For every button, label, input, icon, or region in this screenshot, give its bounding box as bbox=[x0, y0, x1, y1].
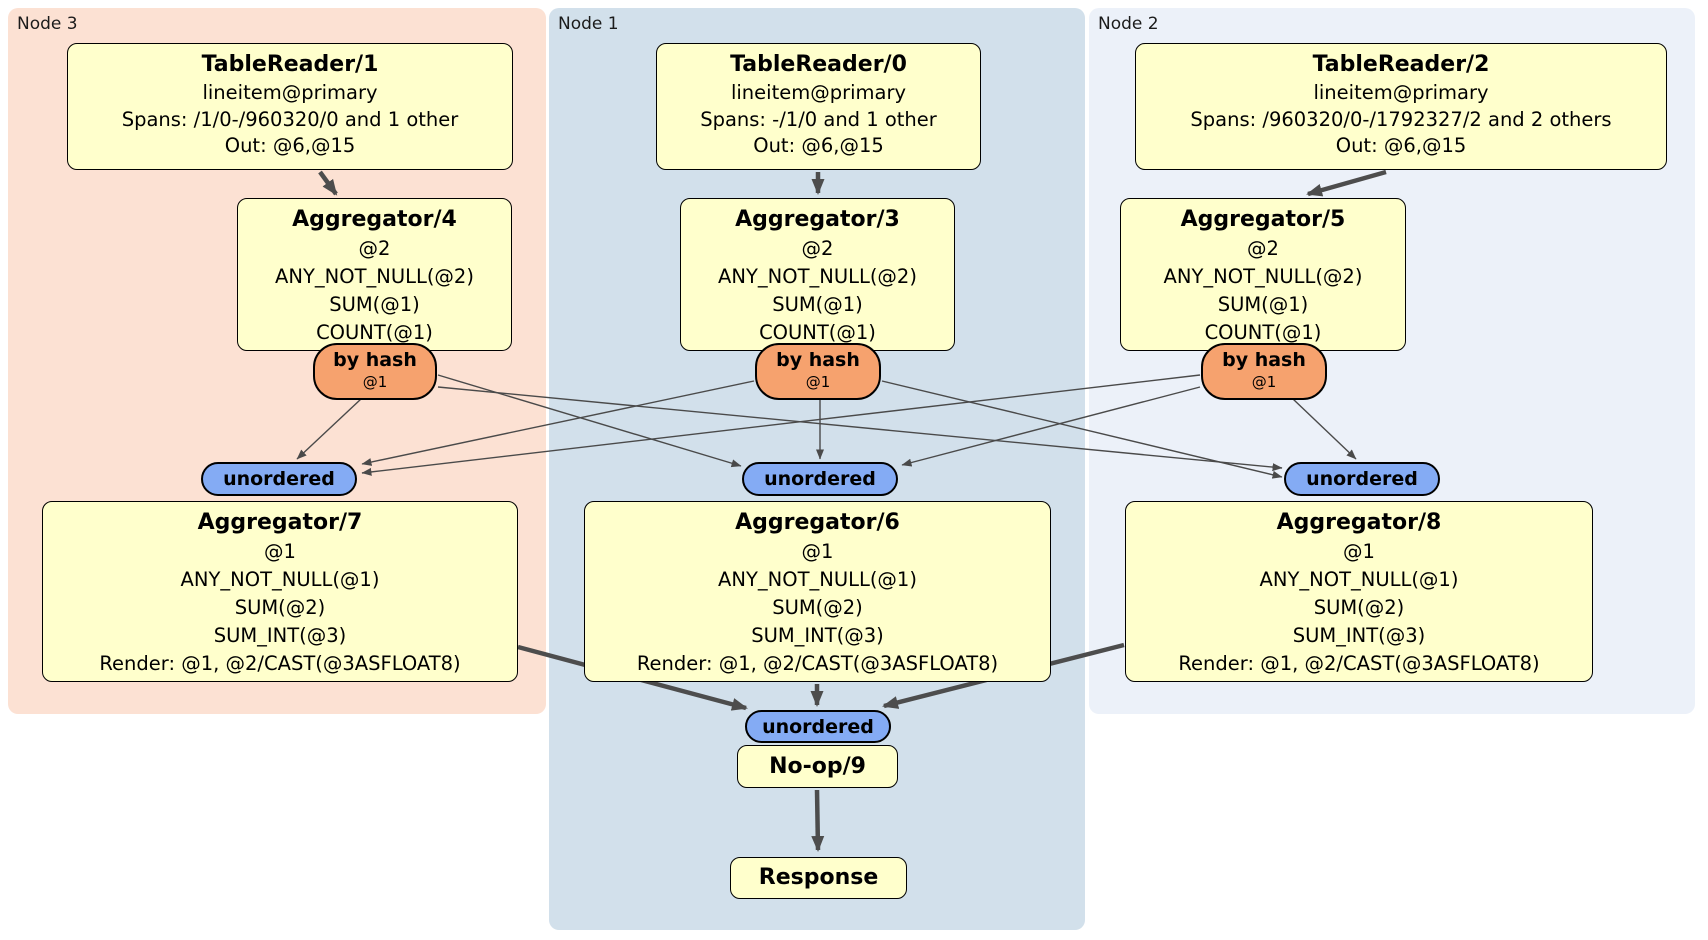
plan-node-detail: SUM_INT(@3) bbox=[1292, 624, 1426, 647]
edge-byhash2-unordered1 bbox=[901, 386, 1201, 467]
plan-node-aggregator-5: Aggregator/5 @2 ANY_NOT_NULL(@2) SUM(@1)… bbox=[1120, 198, 1406, 351]
sync-unordered-node2: unordered bbox=[1284, 462, 1440, 496]
plan-node-detail: ANY_NOT_NULL(@2) bbox=[1163, 265, 1363, 288]
sync-unordered-label: unordered bbox=[1306, 468, 1418, 490]
plan-node-aggregator-7: Aggregator/7 @1 ANY_NOT_NULL(@1) SUM(@2)… bbox=[42, 501, 518, 682]
edge-noop-response bbox=[811, 789, 825, 852]
sync-unordered-final: unordered bbox=[745, 710, 891, 743]
plan-node-detail: Spans: /1/0-/960320/0 and 1 other bbox=[121, 107, 459, 131]
plan-node-detail: ANY_NOT_NULL(@2) bbox=[275, 265, 474, 288]
plan-node-detail: COUNT(@1) bbox=[759, 321, 876, 344]
edge-byhash2-unordered2 bbox=[1292, 398, 1357, 460]
plan-node-title: Response bbox=[758, 865, 879, 890]
plan-node-tablereader-2: TableReader/2 lineitem@primary Spans: /9… bbox=[1135, 43, 1667, 170]
plan-node-aggregator-8: Aggregator/8 @1 ANY_NOT_NULL(@1) SUM(@2)… bbox=[1125, 501, 1593, 682]
plan-node-title: TableReader/0 bbox=[730, 52, 907, 77]
plan-node-detail: Spans: -/1/0 and 1 other bbox=[700, 107, 937, 131]
plan-node-detail: lineitem@primary bbox=[730, 81, 907, 104]
edge-byhash2-unordered3 bbox=[361, 374, 1201, 476]
plan-node-detail: SUM(@2) bbox=[234, 596, 326, 619]
plan-node-title: TableReader/2 bbox=[1312, 52, 1490, 77]
plan-node-detail: Out: @6,@15 bbox=[1335, 134, 1467, 157]
sync-unordered-label: unordered bbox=[223, 468, 335, 490]
edge-byhash1-unordered3 bbox=[361, 380, 755, 466]
region-node1-label: Node 1 bbox=[558, 14, 619, 34]
router-by-hash-node2: by hash @1 bbox=[1201, 343, 1327, 400]
plan-node-detail: Spans: /960320/0-/1792327/2 and 2 others bbox=[1190, 107, 1612, 131]
plan-node-detail: SUM(@1) bbox=[772, 293, 863, 316]
plan-node-detail: SUM(@2) bbox=[1313, 596, 1405, 619]
plan-node-detail: SUM(@1) bbox=[1217, 293, 1309, 316]
edge-byhash3-unordered1 bbox=[437, 374, 742, 468]
plan-node-detail: @1 bbox=[1343, 540, 1375, 563]
plan-node-detail: lineitem@primary bbox=[202, 81, 378, 104]
plan-node-detail: @1 bbox=[801, 540, 834, 563]
plan-node-detail: SUM_INT(@3) bbox=[751, 624, 884, 647]
plan-node-title: Aggregator/4 bbox=[292, 207, 457, 232]
plan-node-response: Response bbox=[730, 857, 907, 899]
plan-node-aggregator-4: Aggregator/4 @2 ANY_NOT_NULL(@2) SUM(@1)… bbox=[237, 198, 512, 351]
plan-node-title: Aggregator/7 bbox=[197, 510, 363, 535]
plan-node-noop-9: No-op/9 bbox=[737, 745, 898, 788]
plan-node-aggregator-6: Aggregator/6 @1 ANY_NOT_NULL(@1) SUM(@2)… bbox=[584, 501, 1051, 682]
plan-node-detail: SUM_INT(@3) bbox=[213, 624, 347, 647]
sync-unordered-node1: unordered bbox=[742, 462, 898, 496]
plan-node-title: TableReader/1 bbox=[201, 52, 379, 77]
plan-node-detail: Out: @6,@15 bbox=[753, 134, 884, 157]
plan-node-detail: ANY_NOT_NULL(@1) bbox=[1259, 568, 1459, 591]
plan-node-tablereader-0: TableReader/0 lineitem@primary Spans: -/… bbox=[656, 43, 981, 170]
plan-node-detail: SUM(@2) bbox=[772, 596, 863, 619]
plan-node-detail: ANY_NOT_NULL(@2) bbox=[718, 265, 917, 288]
plan-node-aggregator-3: Aggregator/3 @2 ANY_NOT_NULL(@2) SUM(@1)… bbox=[680, 198, 955, 351]
sync-unordered-node3: unordered bbox=[201, 462, 357, 496]
plan-node-detail: SUM(@1) bbox=[329, 293, 420, 316]
plan-node-title: Aggregator/3 bbox=[735, 207, 900, 232]
router-by-hash-column: @1 bbox=[1251, 373, 1277, 391]
edge-tablereader2-aggregator5 bbox=[1306, 169, 1387, 197]
router-by-hash-column: @1 bbox=[805, 373, 831, 391]
router-by-hash-node3: by hash @1 bbox=[313, 343, 437, 400]
plan-node-detail: @1 bbox=[264, 540, 296, 563]
plan-node-title: Aggregator/8 bbox=[1276, 510, 1442, 535]
region-node2-label: Node 2 bbox=[1098, 14, 1159, 34]
sync-unordered-label: unordered bbox=[762, 715, 874, 738]
plan-node-detail: ANY_NOT_NULL(@1) bbox=[180, 568, 380, 591]
plan-node-title: Aggregator/5 bbox=[1180, 207, 1346, 232]
edge-tablereader1-aggregator4 bbox=[318, 170, 338, 196]
edge-byhash1-unordered2 bbox=[881, 380, 1283, 479]
region-node3-label: Node 3 bbox=[17, 14, 78, 34]
router-by-hash-column: @1 bbox=[362, 373, 388, 391]
plan-node-detail: Render: @1, @2/CAST(@3ASFLOAT8) bbox=[1178, 652, 1540, 675]
router-by-hash-label: by hash bbox=[333, 349, 417, 371]
plan-node-title: No-op/9 bbox=[769, 753, 866, 779]
sync-unordered-label: unordered bbox=[764, 468, 876, 490]
plan-node-detail: @2 bbox=[801, 237, 834, 260]
plan-node-detail: Render: @1, @2/CAST(@3ASFLOAT8) bbox=[636, 652, 999, 675]
plan-node-detail: COUNT(@1) bbox=[316, 321, 433, 344]
plan-node-detail: Out: @6,@15 bbox=[224, 134, 356, 157]
edge-byhash3-unordered3 bbox=[296, 398, 362, 460]
edge-byhash3-unordered2 bbox=[437, 386, 1283, 472]
router-by-hash-node1: by hash @1 bbox=[755, 343, 881, 400]
router-by-hash-label: by hash bbox=[1222, 349, 1306, 371]
plan-node-detail: lineitem@primary bbox=[1313, 81, 1489, 104]
plan-node-detail: Render: @1, @2/CAST(@3ASFLOAT8) bbox=[99, 652, 461, 675]
plan-node-title: Aggregator/6 bbox=[735, 510, 900, 535]
plan-node-tablereader-1: TableReader/1 lineitem@primary Spans: /1… bbox=[67, 43, 513, 170]
router-by-hash-label: by hash bbox=[776, 349, 860, 371]
plan-node-detail: @2 bbox=[1247, 237, 1279, 260]
plan-node-detail: @2 bbox=[358, 237, 391, 260]
plan-node-detail: COUNT(@1) bbox=[1204, 321, 1322, 344]
plan-node-detail: ANY_NOT_NULL(@1) bbox=[718, 568, 917, 591]
